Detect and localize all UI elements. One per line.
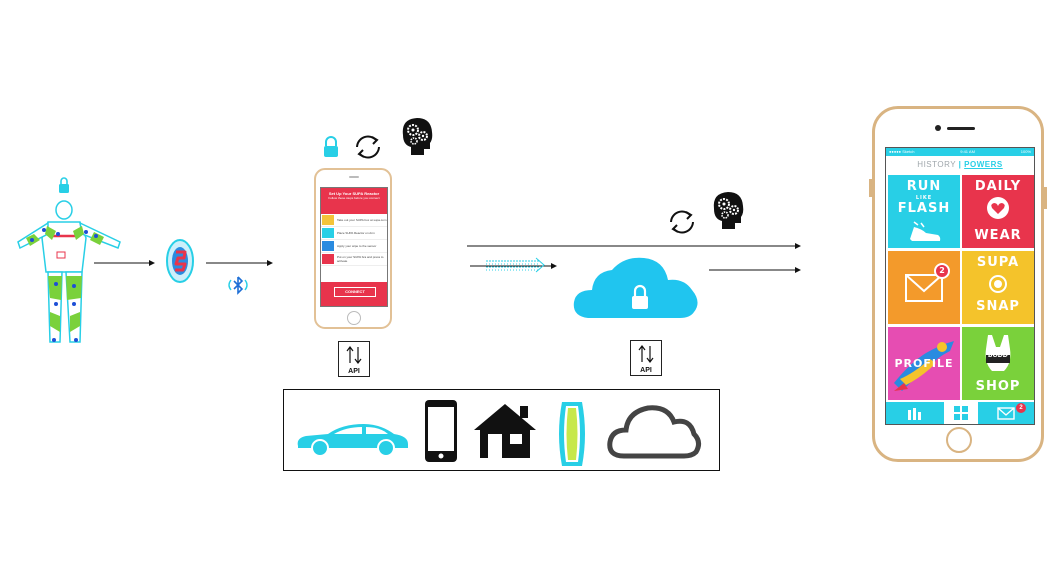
setup-header: Set Up Your SUPA Reactor Follow these st… bbox=[321, 188, 387, 214]
tile-messages[interactable]: 2 bbox=[888, 251, 960, 324]
status-carrier: ●●●●● Sketch bbox=[889, 149, 915, 154]
tile-run-text: RUN bbox=[906, 179, 942, 194]
status-battery: 100% bbox=[1020, 149, 1031, 154]
cloud-icon bbox=[573, 257, 698, 318]
setup-step-text: Place SUPA Reactor on Arm bbox=[337, 231, 375, 235]
tile-profile-text: PROFILE bbox=[894, 357, 954, 370]
sync-icon bbox=[356, 135, 380, 159]
api-arrows-icon bbox=[346, 346, 362, 364]
tab-powers[interactable]: POWERS bbox=[964, 160, 1003, 169]
tile-profile[interactable]: PROFILE bbox=[888, 327, 960, 400]
setup-title: Set Up Your SUPA Reactor bbox=[328, 191, 380, 196]
view-tabs: HISTORY | POWERS bbox=[886, 156, 1034, 174]
bluetooth-icon bbox=[228, 276, 248, 295]
tile-run-like-flash[interactable]: RUN LIKE FLASH bbox=[888, 175, 960, 248]
nav-grid[interactable] bbox=[944, 402, 978, 424]
setup-step: Take out your SUPA box at supa.com bbox=[321, 214, 387, 227]
tile-like-text: LIKE bbox=[915, 195, 933, 201]
tile-daily-wear[interactable]: DAILY WEAR bbox=[962, 175, 1034, 248]
status-time: 9:41 AM bbox=[960, 149, 975, 154]
setup-subtitle: Follow these steps before you connect bbox=[328, 196, 380, 200]
mail-badge: 2 bbox=[934, 263, 950, 279]
setup-step: Put on your SUPA bra and press to activa… bbox=[321, 253, 387, 266]
bar-chart-icon bbox=[908, 408, 921, 420]
home-button[interactable] bbox=[946, 427, 972, 453]
envelope-icon bbox=[905, 274, 943, 302]
sports-bra-icon bbox=[985, 335, 1011, 371]
tile-shop-text: SHOP bbox=[975, 379, 1021, 394]
data-stream-icon bbox=[486, 257, 545, 273]
setup-step: Apply your wipe to the sensor bbox=[321, 240, 387, 253]
bottom-nav: 2 bbox=[886, 402, 1034, 424]
connect-button[interactable]: CONNECT bbox=[334, 287, 376, 297]
brain-gears-icon bbox=[402, 118, 433, 155]
api-box-left: API bbox=[338, 341, 370, 377]
setup-phone: Set Up Your SUPA Reactor Follow these st… bbox=[314, 168, 392, 329]
connected-devices-box bbox=[283, 389, 720, 471]
tile-flash-text: FLASH bbox=[897, 201, 951, 216]
volume-button bbox=[869, 179, 872, 197]
tile-wear-text: WEAR bbox=[974, 228, 1022, 243]
heart-icon bbox=[987, 197, 1009, 219]
setup-step-text: Apply your wipe to the sensor bbox=[337, 244, 377, 248]
app-phone: ●●●●● Sketch 9:41 AM 100% HISTORY | POWE… bbox=[869, 106, 1047, 462]
setup-step-text: Take out your SUPA box at supa.com bbox=[337, 218, 387, 222]
tab-separator: | bbox=[958, 160, 962, 169]
camera-lens-icon bbox=[989, 275, 1007, 293]
nav-envelope-icon bbox=[997, 406, 1015, 420]
bodysuit-lock-icon bbox=[59, 177, 69, 193]
tile-daily-text: DAILY bbox=[974, 179, 1022, 194]
phone-speaker bbox=[947, 127, 975, 130]
front-camera bbox=[935, 125, 941, 131]
app-screen: ●●●●● Sketch 9:41 AM 100% HISTORY | POWE… bbox=[885, 147, 1035, 425]
api-label: API bbox=[348, 368, 360, 375]
setup-step: Place SUPA Reactor on Arm bbox=[321, 227, 387, 240]
setup-step-text: Put on your SUPA bra and press to activa… bbox=[337, 255, 384, 263]
nav-stats[interactable] bbox=[886, 402, 944, 424]
grid-icon bbox=[954, 406, 968, 420]
api-label: API bbox=[640, 367, 652, 374]
sneaker-icon bbox=[910, 221, 941, 241]
house-icon bbox=[474, 404, 536, 458]
api-arrows-icon bbox=[638, 345, 654, 363]
wearable-sensor-icon bbox=[166, 239, 194, 283]
nav-mail-badge: 2 bbox=[1016, 403, 1026, 413]
cloud-outline-icon bbox=[607, 405, 702, 459]
smartphone-icon bbox=[425, 400, 457, 462]
tile-snap-text: SNAP bbox=[976, 299, 1020, 314]
phone-speaker bbox=[349, 176, 359, 178]
cloud-brain-gears-icon bbox=[713, 192, 744, 229]
tile-supa-text: SUPA bbox=[976, 255, 1020, 270]
tile-shop[interactable]: BODD SHOP bbox=[962, 327, 1034, 400]
superhero-icon bbox=[894, 341, 954, 391]
bodysuit-figure bbox=[17, 177, 121, 343]
fitness-band-icon bbox=[559, 402, 585, 466]
status-bar: ●●●●● Sketch 9:41 AM 100% bbox=[886, 148, 1034, 156]
car-icon bbox=[297, 424, 408, 457]
power-button bbox=[1044, 187, 1047, 209]
api-box-right: API bbox=[630, 340, 662, 376]
lock-icon bbox=[324, 136, 338, 157]
shop-brand-text: BODD bbox=[988, 352, 1008, 359]
cloud-sync-icon bbox=[670, 210, 694, 234]
setup-footer: CONNECT bbox=[321, 282, 387, 306]
home-button[interactable] bbox=[347, 311, 361, 325]
setup-screen: Set Up Your SUPA Reactor Follow these st… bbox=[320, 187, 388, 307]
tile-supa-snap[interactable]: SUPA SNAP bbox=[962, 251, 1034, 324]
powers-grid: RUN LIKE FLASH DAILY WEAR bbox=[888, 175, 1034, 400]
tab-history[interactable]: HISTORY bbox=[917, 160, 956, 169]
nav-messages[interactable]: 2 bbox=[978, 402, 1034, 424]
